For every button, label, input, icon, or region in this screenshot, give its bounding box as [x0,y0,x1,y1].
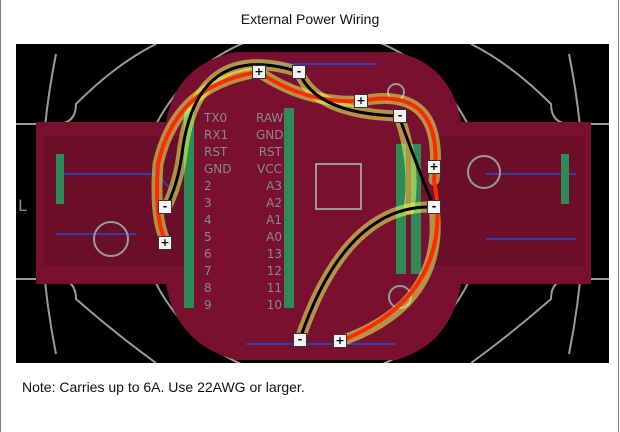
silk-label: RX1 [204,128,229,142]
terminal-top-left-minus: - [292,65,306,79]
silk-label: 13 [266,247,282,261]
silk-label: VCC [257,162,282,176]
slide-border-left [0,0,1,432]
terminal-left-minus: - [158,200,172,214]
pcb-layout-graphic [16,44,609,363]
silk-label: 6 [204,247,212,261]
silk-label: 12 [266,264,282,278]
terminal-bottom-minus: - [293,333,307,347]
silk-label: RST [204,145,228,159]
note-text: Note: Carries up to 6A. Use 22AWG or lar… [22,379,305,395]
edge-label: L [18,196,27,215]
silk-label: A1 [266,213,282,227]
regulator [315,163,362,210]
silk-label: 4 [204,213,212,227]
silk-label: 8 [204,281,212,295]
silk-label: 7 [204,264,212,278]
silk-label: GND [204,162,232,176]
silk-label: A2 [266,196,282,210]
silk-label: A0 [266,230,282,244]
black-wires [164,63,436,341]
silk-label: 9 [204,298,212,312]
terminal-bottom-plus: + [333,334,347,348]
silk-label: RST [258,145,282,159]
terminal-left-plus: + [158,236,172,250]
terminal-right-minus: - [427,200,441,214]
silkscreen-left-column: TX0 RX1 RST GND 2 3 4 5 6 7 8 9 [204,110,232,314]
silk-label: 2 [204,179,212,193]
terminal-right-plus: + [427,160,441,174]
silk-label: 10 [266,298,282,312]
silkscreen-right-column: RAW GND RST VCC A3 A2 A1 A0 13 12 11 10 [256,110,284,314]
terminal-top-right-minus: - [393,109,407,123]
page-title: External Power Wiring [240,11,380,27]
silk-label: 11 [266,281,282,295]
pcb-wiring-diagram: TX0 RX1 RST GND 2 3 4 5 6 7 8 9 RAW GND … [16,44,609,363]
silk-label: TX0 [204,111,228,125]
silk-label: A3 [266,179,282,193]
silk-label: GND [256,128,284,142]
silk-label: RAW [256,111,284,125]
silk-label: 5 [204,230,212,244]
slide-border-right [618,0,619,432]
right-tab [434,136,584,266]
terminal-top-left-plus: + [252,65,266,79]
terminal-top-right-plus: + [354,94,368,108]
silk-label: 3 [204,196,212,210]
